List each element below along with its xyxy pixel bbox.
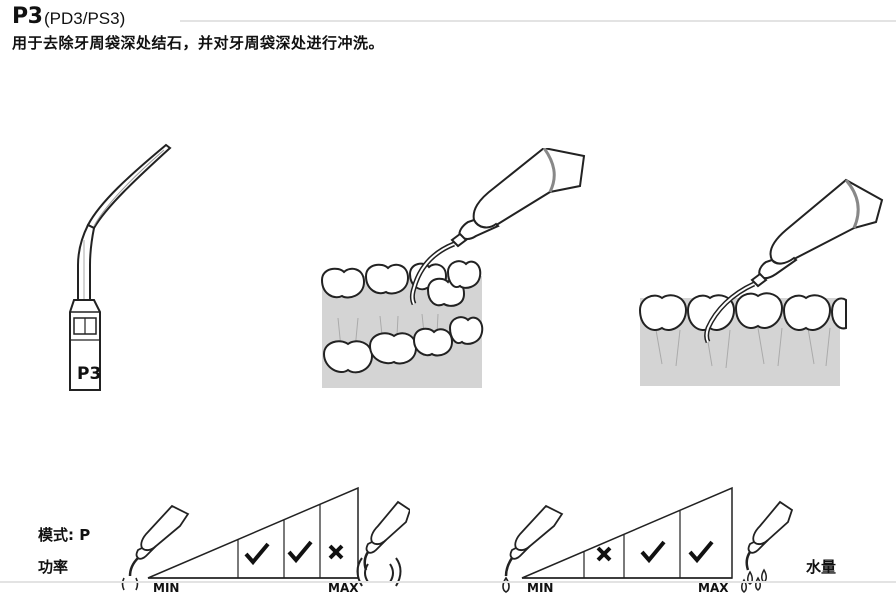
handpiece-icon	[128, 504, 190, 577]
vibration-icon	[356, 557, 402, 587]
molar-scaling-icon	[320, 148, 586, 388]
footer-divider	[0, 581, 896, 583]
water-min-label: MIN	[527, 581, 554, 595]
mode-label: 模式: P	[38, 526, 91, 544]
cross-icon	[596, 546, 612, 562]
handpiece-icon	[363, 500, 410, 571]
water-label: 水量	[806, 558, 837, 576]
check-icon	[688, 540, 714, 564]
power-scale	[121, 486, 410, 591]
scaler-tip-icon	[69, 143, 172, 391]
water-scale	[502, 486, 794, 593]
handpiece-icon	[504, 504, 564, 577]
handpiece-icon	[745, 500, 794, 571]
tip-code: P3	[12, 4, 43, 29]
power-min-label: MIN	[153, 581, 180, 595]
cross-icon	[328, 544, 344, 560]
check-icon	[244, 542, 270, 566]
tip-variants: (PD3/PS3)	[44, 9, 126, 28]
power-max-label: MAX	[328, 581, 359, 595]
check-icon	[287, 540, 313, 564]
water-max-label: MAX	[698, 581, 729, 595]
tip-engraving: P3	[77, 364, 102, 384]
pocket-scaling-icon	[638, 178, 884, 386]
header-divider	[180, 20, 896, 22]
tip-description: 用于去除牙周袋深处结石，并对牙周袋深处进行冲洗。	[12, 34, 385, 52]
power-label: 功率	[38, 558, 69, 576]
check-icon	[640, 540, 666, 564]
